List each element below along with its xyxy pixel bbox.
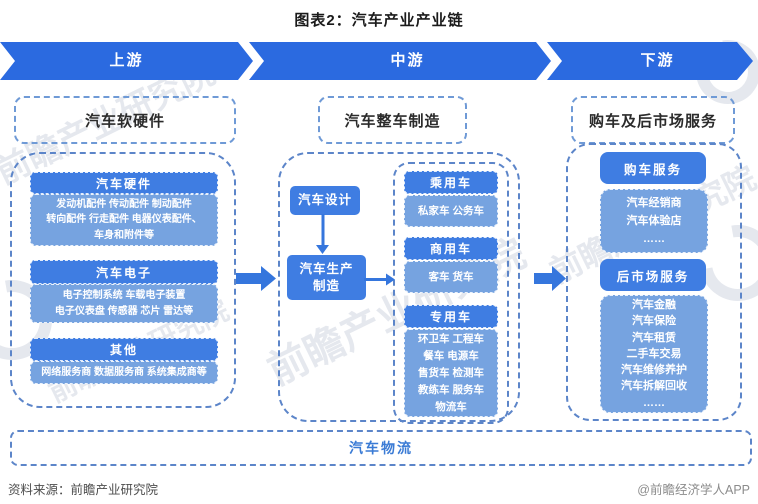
group-content-auto-electronics: 电子控制系统 车载电子装置 电子仪表盘 传感器 芯片 雷达等 [30, 284, 218, 323]
aftermarket-service-content: 汽车金融 汽车保险 汽车租赁 二手车交易 汽车维修养护 汽车拆解回收 …… [600, 295, 708, 413]
vehicle-type-passenger-title: 乘用车 [404, 171, 498, 194]
group-title-others: 其他 [30, 338, 218, 361]
group-title-auto-hardware: 汽车硬件 [30, 172, 218, 194]
page-title: 图表2：汽车产业产业链 [294, 12, 464, 29]
upstream-container: 汽车硬件 发动机配件 传动配件 制动配件 转向配件 行走配件 电器仪表配件、 车… [10, 152, 236, 408]
midstream-container: 汽车设计 汽车生产 制造 乘用车 私家车 公务车 商用车 客车 货车 专用车 环… [278, 152, 520, 424]
banner-segment-upstream-shape [0, 42, 253, 80]
brand-note: @前瞻经济学人APP [637, 483, 750, 497]
arrow-midstream-to-downstream [534, 266, 566, 291]
logistics-bar: 汽车物流 [10, 430, 752, 466]
section-header-upstream: 汽车软硬件 [14, 96, 236, 144]
purchase-service-title: 购车服务 [600, 152, 706, 184]
aftermarket-service-title: 后市场服务 [600, 259, 706, 291]
vehicle-type-special-content: 环卫车 工程车 餐车 电源车 售货车 检测车 教练车 服务车 物流车 [404, 329, 498, 417]
banner-label-downstream: 下游 [640, 52, 675, 69]
banner-label-upstream: 上游 [109, 52, 144, 69]
group-title-auto-electronics: 汽车电子 [30, 260, 218, 284]
chevron-banner [0, 42, 753, 80]
section-header-midstream: 汽车整车制造 [318, 96, 467, 144]
group-content-others: 网络服务商 数据服务商 系统集成商等 [30, 361, 218, 384]
vehicle-types-container: 乘用车 私家车 公务车 商用车 客车 货车 专用车 环卫车 工程车 餐车 电源车… [393, 162, 509, 424]
vehicle-type-commercial-title: 商用车 [404, 237, 498, 260]
purchase-service-content: 汽车经销商 汽车体验店 …… [600, 189, 708, 253]
vehicle-type-passenger-content: 私家车 公务车 [404, 195, 498, 227]
downstream-container: 购车服务 汽车经销商 汽车体验店 …… 后市场服务 汽车金融 汽车保险 汽车租赁… [566, 143, 742, 421]
arrow-upstream-to-midstream [236, 266, 276, 291]
source-note: 资料来源：前瞻产业研究院 [8, 483, 159, 497]
vehicle-type-commercial-content: 客车 货车 [404, 261, 498, 293]
group-content-auto-hardware: 发动机配件 传动配件 制动配件 转向配件 行走配件 电器仪表配件、 车身和附件等 [30, 194, 218, 246]
banner-segment-midstream-shape [249, 42, 551, 80]
section-header-downstream: 购车及后市场服务 [571, 96, 735, 144]
auto-design-box: 汽车设计 [290, 186, 360, 215]
vehicle-type-special-title: 专用车 [404, 305, 498, 328]
banner-segment-downstream-shape [547, 42, 753, 80]
banner-label-midstream: 中游 [390, 52, 425, 69]
auto-production-box: 汽车生产 制造 [287, 255, 366, 300]
